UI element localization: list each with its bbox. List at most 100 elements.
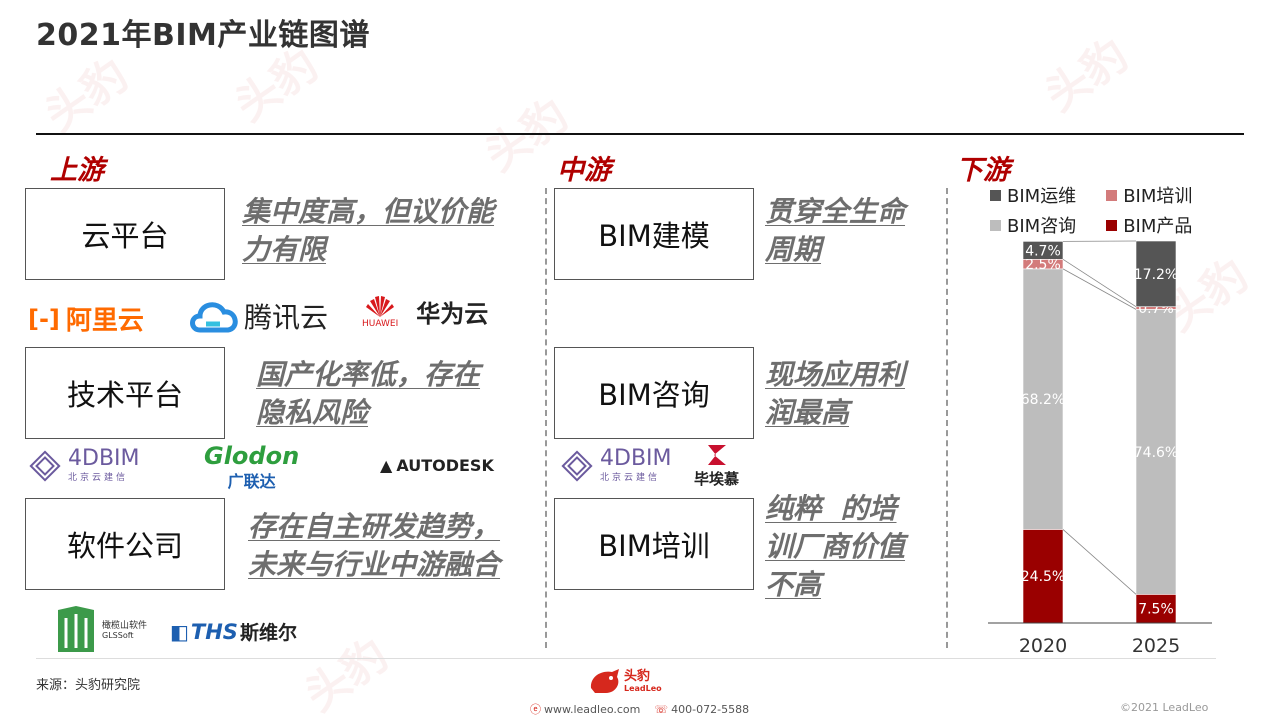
ths-text: THS bbox=[191, 620, 238, 644]
huawei-mark: HUAWEI bbox=[362, 295, 398, 329]
tencent-cloud-text: 腾讯云 bbox=[244, 296, 328, 336]
glssoft-text-group: 橄榄山软件 GLSSoft bbox=[102, 618, 147, 640]
separator-midstream-downstream bbox=[946, 188, 948, 648]
footer-divider bbox=[36, 658, 1216, 659]
x-tick-label: 2025 bbox=[1132, 635, 1180, 657]
desc-line: 力有限 bbox=[242, 233, 326, 266]
title-divider bbox=[36, 133, 1244, 135]
4dbim-subtext: 北京云建信 bbox=[600, 470, 672, 483]
glodon-text: Glodon bbox=[204, 444, 299, 468]
desc-line: 润最高 bbox=[765, 396, 849, 429]
autodesk-text: AUTODESK bbox=[396, 456, 494, 475]
phone-icon: ☏ bbox=[654, 703, 668, 716]
watermark: 头豹 bbox=[290, 621, 399, 723]
web-icon: ⓔ bbox=[530, 701, 541, 717]
data-label: 24.5% bbox=[1021, 569, 1065, 585]
upstream-software-company-box: 软件公司 bbox=[25, 498, 225, 590]
x-tick-label: 2020 bbox=[1019, 635, 1067, 657]
autodesk-logo: ▲ AUTODESK bbox=[380, 456, 494, 475]
data-label: 7.5% bbox=[1138, 602, 1174, 618]
4dbim-subtext: 北京云建信 bbox=[68, 470, 140, 483]
ths-logo: ◧ THS 斯维尔 bbox=[170, 618, 297, 645]
huawei-cloud-text: 华为云 bbox=[416, 294, 488, 329]
website-link[interactable]: www.leadleo.com bbox=[544, 703, 640, 716]
box-label: 软件公司 bbox=[67, 523, 183, 565]
huawei-cloud-logo: HUAWEI 华为云 bbox=[362, 294, 488, 329]
watermark: 头豹 bbox=[1030, 21, 1139, 124]
desc-line: 存在自主研发趋势， bbox=[248, 510, 500, 543]
section-upstream: 上游 bbox=[50, 148, 104, 187]
ths-cn-text: 斯维尔 bbox=[240, 618, 297, 645]
copyright: ©2021 LeadLeo bbox=[1120, 701, 1208, 714]
legend-ops: BIM运维 bbox=[990, 182, 1076, 208]
glssoft-text: 橄榄山软件 bbox=[102, 618, 147, 631]
contact-info: ⓔ www.leadleo.com ☏ 400-072-5588 bbox=[530, 701, 749, 717]
data-label: 17.2% bbox=[1134, 267, 1178, 283]
desc-line: 隐私风险 bbox=[256, 396, 368, 429]
desc-line: 周期 bbox=[765, 233, 821, 266]
glssoft-mark-icon bbox=[56, 604, 96, 654]
tencent-cloud-icon bbox=[186, 294, 242, 338]
desc-line: 集中度高，但议价能 bbox=[242, 195, 494, 228]
huawei-flower-icon bbox=[365, 295, 395, 319]
aliyun-text: 阿里云 bbox=[66, 300, 144, 337]
legend-label: BIM培训 bbox=[1123, 182, 1192, 208]
brand-text: 头豹 bbox=[624, 670, 662, 684]
biaomu-mark-icon bbox=[704, 442, 730, 468]
tencent-cloud-logo: 腾讯云 bbox=[186, 294, 328, 338]
box-label: BIM建模 bbox=[598, 213, 709, 255]
legend-swatch bbox=[1106, 220, 1117, 231]
4dbim-diamond-icon bbox=[28, 449, 62, 483]
brand-subtext: LeadLeo bbox=[624, 684, 662, 693]
desc-line: 国产化率低，存在 bbox=[256, 358, 480, 391]
midstream-bim-training-box: BIM培训 bbox=[554, 498, 754, 590]
midstream-bim-consulting-box: BIM咨询 bbox=[554, 347, 754, 439]
upstream-cloud-platform-desc: 集中度高，但议价能 力有限 bbox=[242, 193, 494, 269]
midstream-bim-consulting-desc: 现场应用利 润最高 bbox=[765, 356, 905, 432]
source-note: 来源：头豹研究院 bbox=[36, 674, 140, 693]
midstream-bim-modeling-desc: 贯穿全生命 周期 bbox=[765, 193, 905, 269]
series-connector bbox=[1063, 269, 1136, 309]
desc-line: 贯穿全生命 bbox=[765, 195, 905, 228]
4dbim-text: 4DBIM bbox=[600, 448, 672, 470]
glodon-subtext: 广联达 bbox=[228, 468, 276, 492]
section-midstream: 中游 bbox=[557, 148, 611, 187]
box-label: BIM咨询 bbox=[598, 372, 709, 414]
legend-swatch bbox=[990, 220, 1001, 231]
page-title: 2021年BIM产业链图谱 bbox=[36, 10, 370, 54]
desc-line: 不高 bbox=[765, 568, 821, 601]
huawei-small-text: HUAWEI bbox=[362, 319, 398, 329]
upstream-software-company-desc: 存在自主研发趋势， 未来与行业中游融合 bbox=[248, 508, 500, 584]
glodon-logo: Glodon 广联达 bbox=[204, 444, 299, 492]
4dbim-text: 4DBIM bbox=[68, 448, 140, 470]
autodesk-a-icon: ▲ bbox=[380, 456, 392, 475]
leadleo-brand-logo: 头豹 LeadLeo bbox=[588, 666, 662, 696]
data-label: 74.6% bbox=[1134, 445, 1178, 461]
data-label: 68.2% bbox=[1021, 392, 1065, 408]
series-connector bbox=[1063, 259, 1136, 306]
watermark: 头豹 bbox=[30, 41, 139, 144]
4dbim-text-group: 4DBIM 北京云建信 bbox=[68, 448, 140, 483]
desc-line: 纯粹 的培 bbox=[765, 492, 897, 525]
biaomu-logo: 毕埃慕 bbox=[694, 442, 739, 489]
legend-label: BIM运维 bbox=[1007, 182, 1076, 208]
box-label: 云平台 bbox=[81, 213, 168, 255]
series-connector bbox=[1063, 529, 1136, 594]
4dbim-logo-midstream: 4DBIM 北京云建信 bbox=[560, 448, 672, 483]
upstream-tech-platform-box: 技术平台 bbox=[25, 347, 225, 439]
desc-line: 训厂商价值 bbox=[765, 530, 905, 563]
separator-upstream-midstream bbox=[545, 188, 547, 648]
biaomu-text: 毕埃慕 bbox=[694, 468, 739, 489]
4dbim-text-group: 4DBIM 北京云建信 bbox=[600, 448, 672, 483]
box-label: BIM培训 bbox=[598, 523, 709, 565]
desc-line: 现场应用利 bbox=[765, 358, 905, 391]
midstream-bim-training-desc: 纯粹 的培 训厂商价值 不高 bbox=[765, 490, 905, 604]
midstream-bim-modeling-box: BIM建模 bbox=[554, 188, 754, 280]
box-label: 技术平台 bbox=[67, 372, 183, 414]
glssoft-subtext: GLSSoft bbox=[102, 631, 147, 640]
brand-text-group: 头豹 LeadLeo bbox=[624, 670, 662, 693]
stacked-bar-chart: 24.5%68.2%2.5%4.7%20207.5%74.6%0.7%17.2%… bbox=[960, 230, 1240, 660]
4dbim-logo: 4DBIM 北京云建信 bbox=[28, 448, 140, 483]
legend-training: BIM培训 bbox=[1106, 182, 1192, 208]
legend-swatch bbox=[1106, 190, 1117, 201]
